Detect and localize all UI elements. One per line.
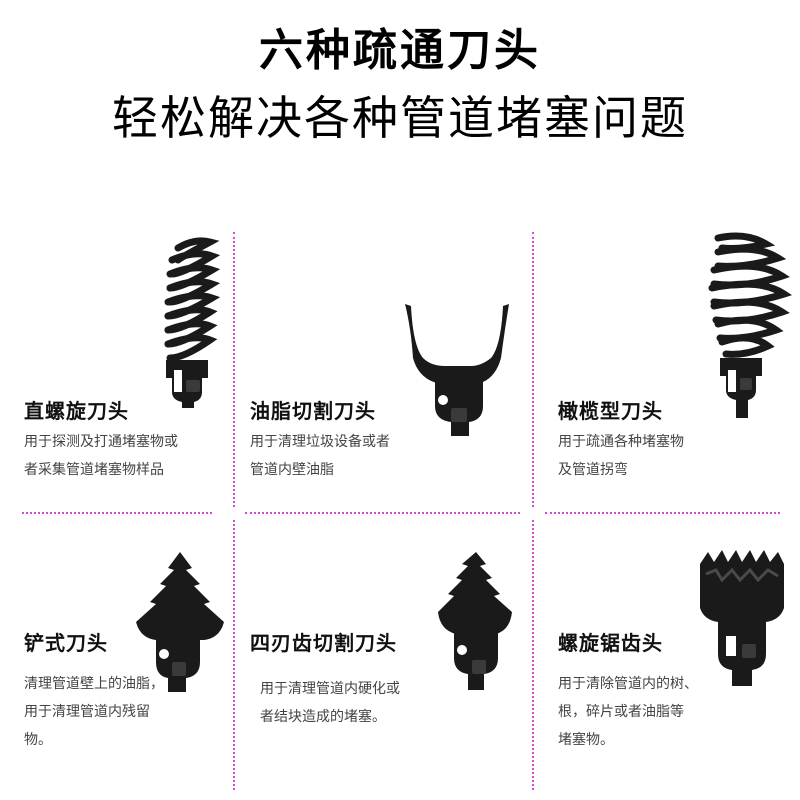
tool-desc-spiral-saw: 用于清除管道内的树、 根，碎片或者油脂等 堵塞物。 [558, 676, 698, 748]
tool-name-grease-cutter: 油脂切割刀头 [250, 399, 376, 423]
olive-spiral-head-icon [708, 232, 793, 418]
tool-desc-spade: 清理管道壁上的油脂， 用于清理管道内残留 物。 [24, 676, 164, 748]
grid-divider-horizontal-3 [545, 512, 780, 514]
tool-card-straight-spiral: 直螺旋刀头 用于探测及打通堵塞物或 者采集管道堵塞物样品 [0, 230, 266, 500]
tool-card-grease-cutter: 油脂切割刀头 用于清理垃圾设备或者 管道内壁油脂 [236, 230, 509, 500]
tool-name-spade: 铲式刀头 [24, 631, 108, 655]
straight-spiral-head-icon [164, 237, 221, 408]
tool-card-four-blade-cutter: 四刃齿切割刀头 用于清理管道内硬化或 者结块造成的堵塞。 [236, 520, 512, 790]
spiral-saw-head-icon [700, 550, 784, 686]
spade-head-icon [136, 552, 224, 692]
tool-card-spiral-saw: 螺旋锯齿头 用于清除管道内的树、 根，碎片或者油脂等 堵塞物。 [534, 520, 800, 790]
tool-name-four-blade-cutter: 四刃齿切割刀头 [250, 631, 397, 655]
grid-divider-vertical-2 [532, 232, 534, 507]
grid-divider-horizontal-2 [245, 512, 520, 514]
grid-divider-vertical-1 [233, 232, 235, 507]
tool-desc-grease-cutter: 用于清理垃圾设备或者 管道内壁油脂 [250, 434, 390, 478]
page-title: 六种疏通刀头 [259, 25, 541, 76]
tool-desc-straight-spiral: 用于探测及打通堵塞物或 者采集管道堵塞物样品 [24, 434, 178, 478]
tool-name-olive-spiral: 橄榄型刀头 [558, 399, 663, 423]
grid-divider-vertical-3 [233, 520, 235, 790]
grid-divider-horizontal-1 [22, 512, 212, 514]
grease-cutter-head-icon [405, 304, 509, 436]
four-blade-cutter-head-icon [438, 552, 512, 690]
grid-divider-vertical-4 [532, 520, 534, 790]
page-subtitle: 轻松解决各种管道堵塞问题 [112, 91, 688, 145]
tool-name-straight-spiral: 直螺旋刀头 [24, 399, 129, 423]
tool-desc-olive-spiral: 用于疏通各种堵塞物 及管道拐弯 [558, 434, 684, 478]
tool-card-spade: 铲式刀头 清理管道壁上的油脂， 用于清理管道内残留 物。 [0, 520, 266, 790]
tool-name-spiral-saw: 螺旋锯齿头 [558, 631, 663, 655]
tool-desc-four-blade-cutter: 用于清理管道内硬化或 者结块造成的堵塞。 [260, 681, 400, 725]
tool-card-olive-spiral: 橄榄型刀头 用于疏通各种堵塞物 及管道拐弯 [534, 230, 800, 500]
